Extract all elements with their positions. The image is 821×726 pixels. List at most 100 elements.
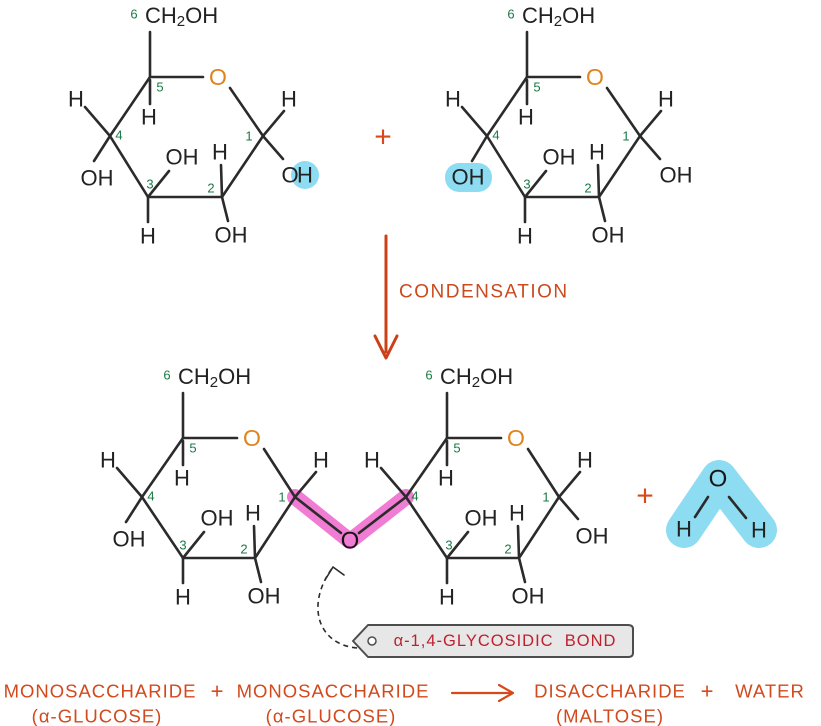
bond	[252, 524, 257, 560]
ring-oxygen: O	[507, 425, 525, 451]
word-equation: MONOSACCHARIDE (α-GLUCOSE) + MONOSACCHAR…	[4, 679, 804, 726]
bond	[108, 75, 152, 138]
h-label: H	[212, 140, 228, 165]
carbon-number-2: 2	[207, 181, 214, 196]
condensation-arrow	[373, 234, 399, 360]
bond	[181, 530, 206, 560]
carbon-number-4: 4	[147, 489, 154, 504]
equation-reactant1-name: (α-GLUCOSE)	[32, 706, 163, 726]
highlight-h-of-c1-hydroxyl	[291, 161, 319, 189]
bond	[92, 134, 112, 163]
carbon-number-3: 3	[523, 177, 530, 192]
oh-label: OH	[512, 584, 545, 609]
bond	[727, 495, 748, 520]
maltose-ring-left: 6 CH2OH O 5 H H 4 OH OH 3 H H 2 OH 1 H	[100, 364, 329, 610]
carbon-number-5: 5	[189, 441, 196, 456]
oh: OH	[562, 3, 595, 28]
carbon-number-6: 6	[163, 368, 170, 383]
h-of-c1-hydroxyl: H	[297, 163, 313, 188]
carbon-number-5: 5	[453, 441, 460, 456]
bond	[517, 556, 527, 584]
carbon-number-3: 3	[146, 177, 153, 192]
bond	[693, 495, 710, 519]
bond	[219, 163, 224, 199]
bond	[638, 109, 663, 138]
carbon-number-1: 1	[622, 129, 629, 144]
ch2oh-label: CH2OH	[145, 3, 218, 30]
equation-product1-name: (MALTOSE)	[556, 706, 664, 726]
ch2oh-label: CH2OH	[440, 364, 513, 391]
highlight-c4-hydroxyl	[445, 163, 492, 192]
carbon-number-1: 1	[542, 490, 549, 505]
bond	[460, 105, 489, 138]
carbon-number-4: 4	[115, 128, 122, 143]
h-label: H	[140, 224, 156, 249]
ch2oh-label: CH2OH	[522, 3, 595, 30]
tag-hole	[367, 636, 377, 646]
glycosidic-bond-tag: α-1,4-GLYCOSIDIC BOND	[317, 566, 634, 658]
carbon-number-5: 5	[533, 80, 540, 95]
h-label: H	[100, 448, 116, 473]
h-label: H	[68, 87, 84, 112]
ch: CH	[178, 364, 210, 389]
bond	[404, 495, 449, 560]
bond	[557, 495, 580, 521]
h-label: H	[517, 224, 533, 249]
bond	[146, 169, 171, 199]
reactant-glucose-right: 6 CH2OH O 5 H H 4 OH OH 3 H H 2 OH 1 H O…	[445, 3, 693, 249]
h-label: H	[175, 585, 191, 610]
subscript-2: 2	[472, 374, 480, 391]
bond	[293, 470, 318, 499]
bond	[597, 134, 642, 199]
oh-label: OH	[576, 524, 609, 549]
h-label: H	[438, 466, 454, 491]
oh-label: OH	[81, 166, 114, 191]
bond	[516, 524, 521, 560]
bond	[261, 134, 285, 161]
oh-label: OH	[660, 163, 693, 188]
carbon-number-1: 1	[245, 129, 252, 144]
oh: OH	[185, 3, 218, 28]
bond	[115, 466, 144, 499]
highlight-water	[666, 460, 777, 548]
oh-label: OH	[592, 223, 625, 248]
oh-label: OH	[201, 506, 234, 531]
oh-label: OH	[543, 145, 576, 170]
bond	[261, 109, 286, 138]
h-label: H	[141, 105, 157, 130]
plus-before-water: +	[636, 480, 654, 513]
h-label: H	[439, 585, 455, 610]
bond	[404, 436, 449, 499]
ch: CH	[440, 364, 472, 389]
equation-product1: DISACCHARIDE	[534, 681, 686, 702]
bond	[228, 86, 265, 138]
bond	[470, 134, 489, 163]
bond	[140, 436, 185, 499]
equation-arrow	[450, 683, 515, 703]
bond	[445, 530, 470, 560]
arrow-head	[373, 334, 399, 360]
tag-shape	[352, 624, 634, 658]
h-label: H	[577, 448, 593, 473]
carbon-number-1: 1	[278, 490, 285, 505]
bond	[108, 134, 150, 199]
carbon-number-6: 6	[130, 7, 137, 22]
bond	[253, 495, 297, 560]
oh: OH	[480, 364, 513, 389]
oh-label: OH	[166, 145, 199, 170]
maltose-ring-right: 6 CH2OH O 5 H H 4 OH 3 H H 2 OH 1 H OH	[364, 364, 608, 610]
ring-oxygen: O	[586, 64, 604, 90]
ch: CH	[145, 3, 177, 28]
carbon-number-2: 2	[240, 542, 247, 557]
o-of-c1-hydroxyl: O	[281, 163, 298, 188]
bond	[253, 556, 263, 584]
highlighted-oh-label: OH	[452, 165, 485, 190]
ch: CH	[522, 3, 554, 28]
oh: OH	[218, 364, 251, 389]
subscript-2: 2	[210, 374, 218, 391]
water-hydrogen: H	[751, 518, 767, 543]
oh-label: OH	[215, 223, 248, 248]
bond	[523, 169, 548, 199]
bond	[293, 495, 343, 535]
